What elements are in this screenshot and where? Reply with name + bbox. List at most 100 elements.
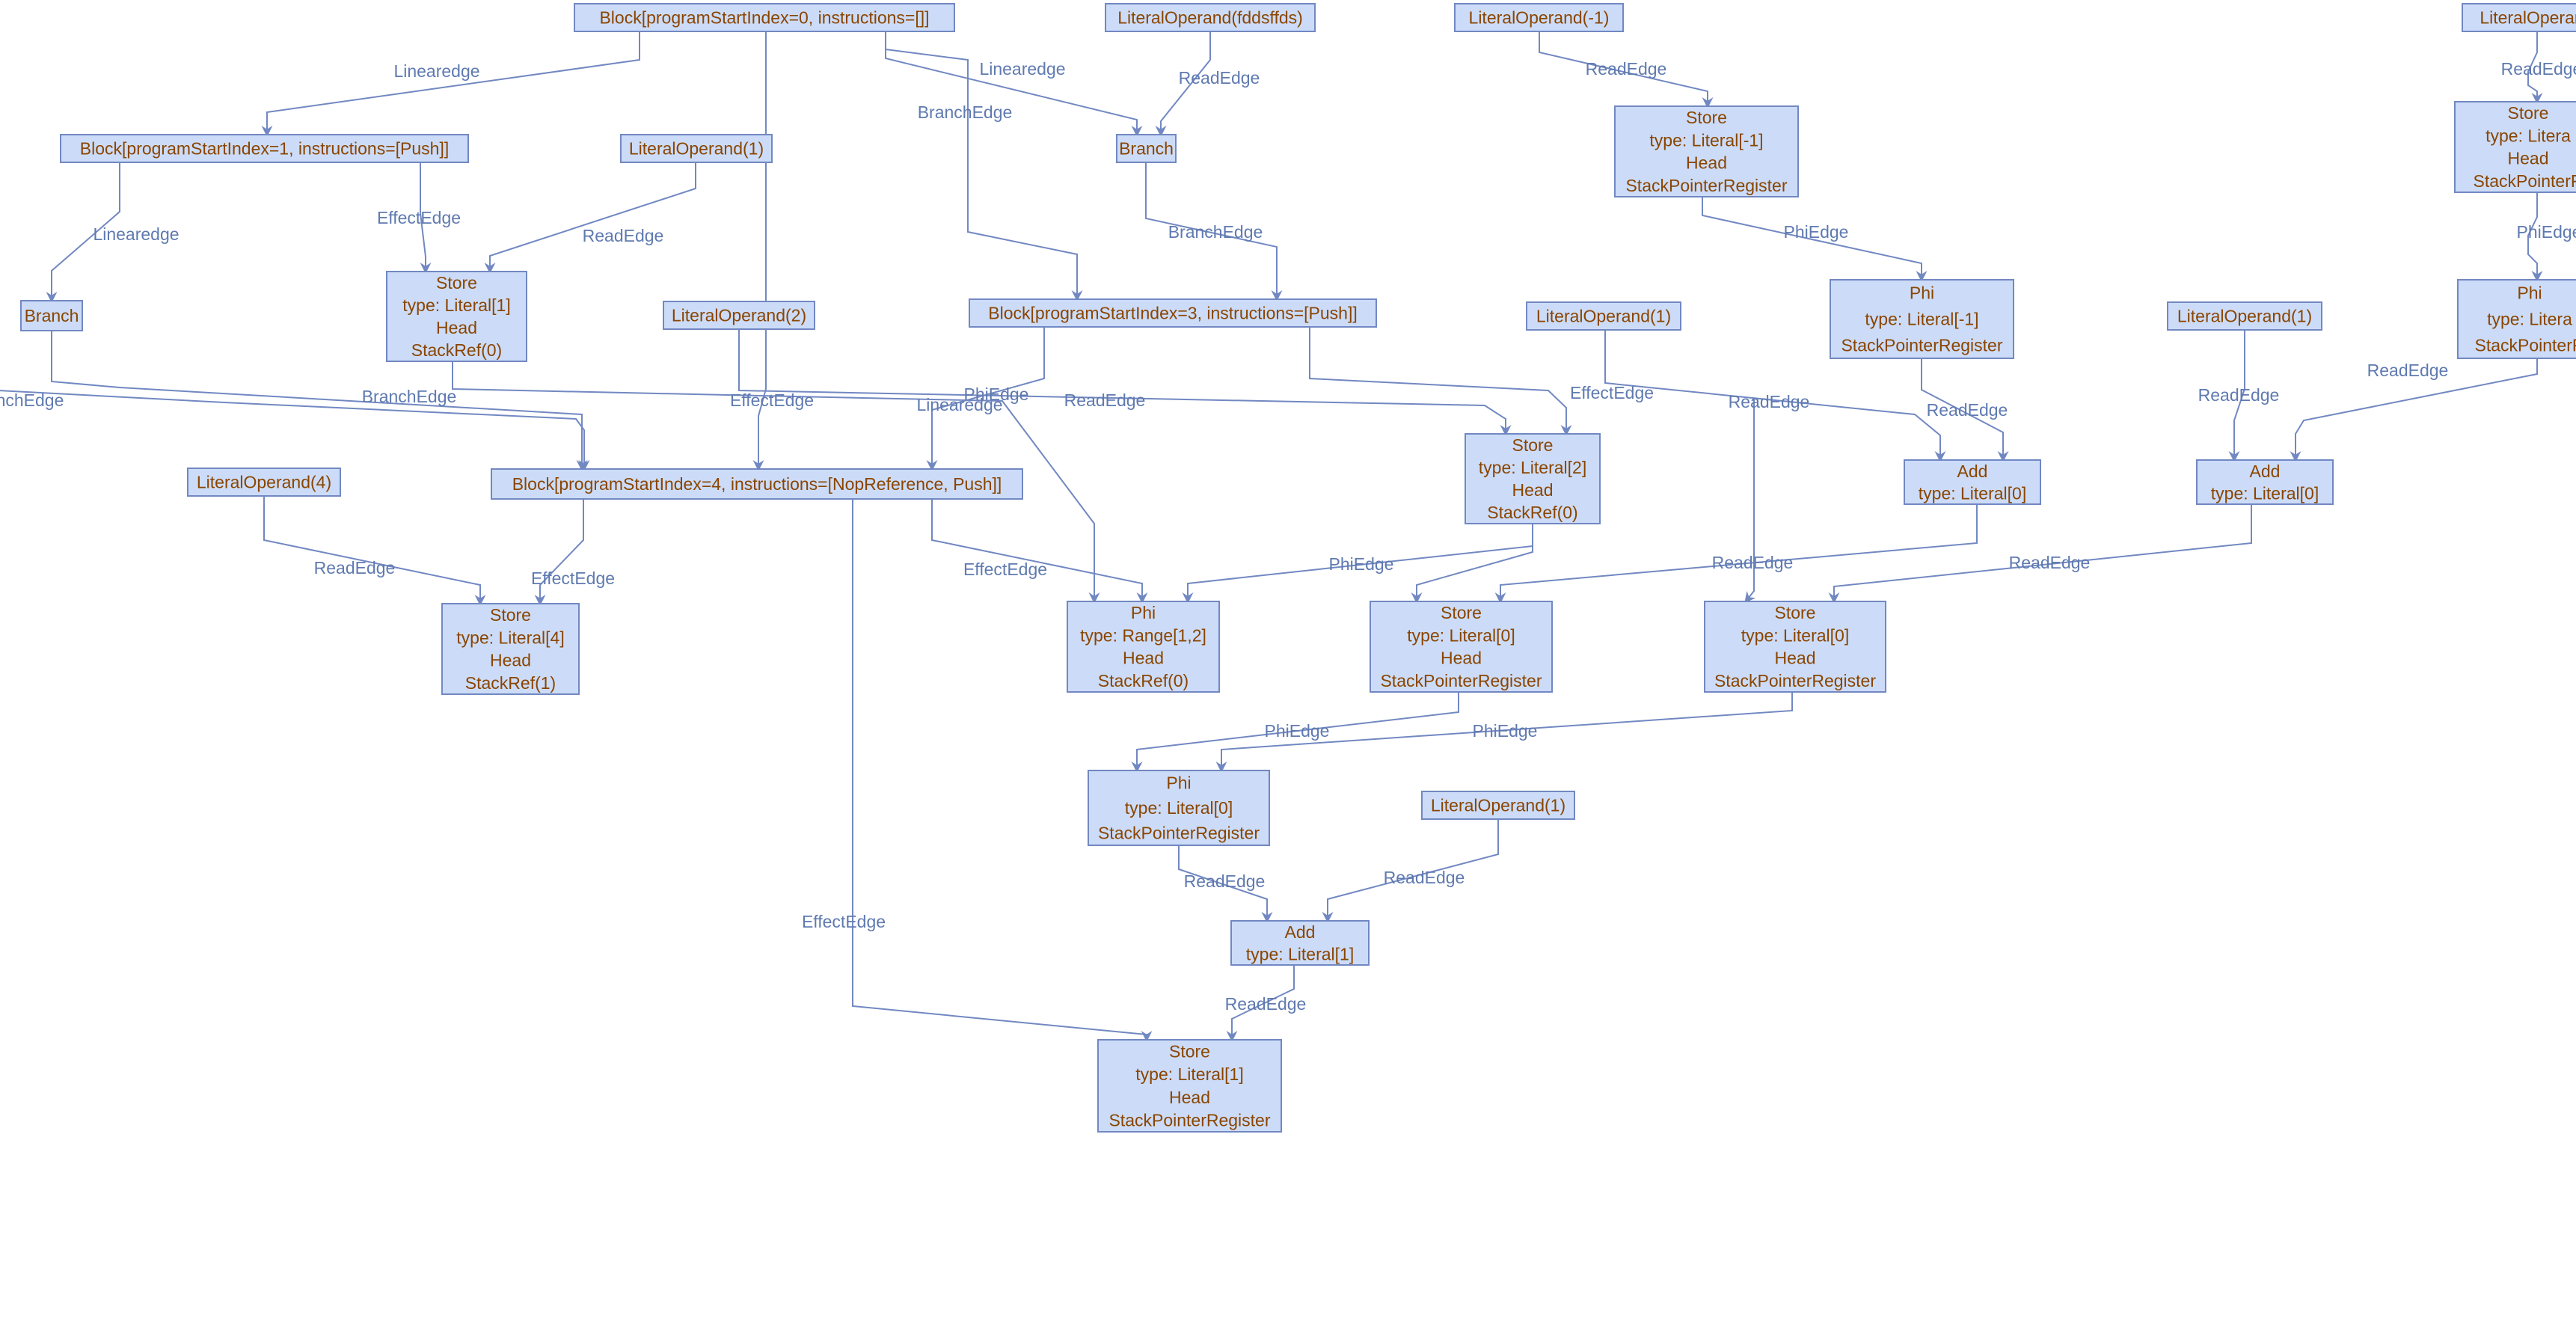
node-label-line: Block[programStartIndex=4, instructions=…: [512, 474, 1002, 494]
node-label-line: type: Literal[0]: [2211, 483, 2319, 503]
node-box-lit2[interactable]: [663, 301, 815, 330]
node-box-store-right[interactable]: [2454, 101, 2576, 193]
node-label-line: type: Literal[0]: [1919, 483, 2026, 503]
node-label-line: Phi: [2517, 284, 2542, 303]
node-box-lit4[interactable]: [187, 468, 341, 497]
edge-label-add-u-to-store-y: ReadEdge: [1712, 553, 1794, 572]
node-box-add-1[interactable]: [1230, 920, 1370, 966]
edge-store-right-to-phi-right-phiedge: [2527, 192, 2543, 282]
node-label-line: Store: [1686, 108, 1727, 127]
node-label-line: type: Literal[-1]: [1649, 130, 1763, 150]
node-box-lit-right[interactable]: [2462, 3, 2576, 32]
edge-label-branch-a-to-block3: BranchEdge: [1168, 222, 1263, 242]
edge-add-1-to-store-final-readedge: [1226, 965, 1295, 1042]
node-box-store-y[interactable]: [1370, 601, 1553, 693]
node-box-store-z[interactable]: [1704, 601, 1886, 693]
edge-label-lit4-to-store-4: ReadEdge: [314, 558, 396, 577]
graph-node-lit-neg1[interactable]: LiteralOperand(-1): [1454, 3, 1624, 32]
node-box-store-neg1[interactable]: [1614, 105, 1799, 197]
node-box-block3[interactable]: [969, 298, 1377, 328]
graph-node-lit1a[interactable]: LiteralOperand(1): [620, 134, 773, 163]
node-box-lit1d[interactable]: [1421, 791, 1575, 820]
node-box-phi-neg1[interactable]: [1830, 279, 2014, 359]
graph-node-lit1c[interactable]: LiteralOperand(1): [2167, 301, 2322, 331]
node-box-add-u[interactable]: [1904, 459, 2041, 505]
node-box-phi-range[interactable]: [1067, 601, 1220, 693]
node-label-line: StackPointerR: [2474, 336, 2576, 355]
node-box-store-4[interactable]: [441, 603, 580, 695]
graph-node-lit1d[interactable]: LiteralOperand(1): [1421, 791, 1575, 820]
graph-node-lit4[interactable]: LiteralOperand(4): [187, 468, 341, 497]
node-box-store-k[interactable]: [386, 271, 527, 362]
graph-node-lit1b[interactable]: LiteralOperand(1): [1526, 301, 1681, 331]
node-label-line: type: Literal[-1]: [1865, 310, 1978, 329]
node-box-branch-a[interactable]: [1116, 134, 1177, 163]
edge-label-store-z-to-phi-aa: PhiEdge: [1473, 721, 1538, 741]
node-box-lit-neg1[interactable]: [1454, 3, 1624, 32]
node-box-store-final[interactable]: [1097, 1039, 1282, 1133]
node-label-line: Store: [2508, 103, 2549, 123]
node-label-line: StackPointerRegister: [1625, 176, 1787, 195]
graph-node-lit-fddsffds[interactable]: LiteralOperand(fddsffds): [1105, 3, 1316, 32]
node-label-line: StackRef(0): [1098, 671, 1189, 690]
node-box-block0[interactable]: [574, 3, 955, 32]
edge-label-lit1a-to-store-k: ReadEdge: [583, 226, 664, 245]
node-label-line: StackPointerRegister: [1108, 1111, 1270, 1130]
node-label-line: LiteralOperand(1): [1536, 307, 1671, 326]
node-label-line: type: Literal[2]: [1479, 458, 1586, 477]
node-label-line: type: Literal[1]: [1246, 944, 1354, 963]
node-box-block1[interactable]: [60, 134, 469, 163]
node-label-line: type: Literal[1]: [402, 295, 510, 315]
edge-store-neg1-to-phi-neg1-phiedge: [1702, 197, 1928, 282]
node-label-line: Store: [1169, 1041, 1210, 1061]
graph-node-branch-b[interactable]: Branch: [20, 300, 83, 331]
node-box-branch-b[interactable]: [20, 300, 83, 331]
node-box-block4[interactable]: [491, 468, 1023, 500]
node-box-phi-right[interactable]: [2457, 279, 2576, 359]
graph-node-lit-right[interactable]: LiteralOperan: [2462, 3, 2576, 32]
edge-label-block0-to-block1: Linearedge: [393, 61, 479, 81]
edge-block4-to-phi-range-effectedge: [931, 499, 1148, 604]
node-box-lit1b[interactable]: [1526, 301, 1681, 331]
node-label-line: StackPointerRegister: [1098, 823, 1260, 842]
node-box-add-v[interactable]: [2196, 459, 2334, 505]
graph-node-branch-a[interactable]: Branch: [1116, 134, 1177, 163]
graph-node-block1[interactable]: Block[programStartIndex=1, instructions=…: [60, 134, 469, 163]
node-label-line: Phi: [1910, 284, 1934, 303]
node-label-line: LiteralOperan: [2480, 8, 2576, 28]
edge-add-v-to-store-z-readedge: [1828, 504, 2252, 604]
node-box-lit-fddsffds[interactable]: [1105, 3, 1316, 32]
node-box-store-2[interactable]: [1465, 433, 1601, 524]
graph-node-block3[interactable]: Block[programStartIndex=3, instructions=…: [969, 298, 1377, 328]
node-box-phi-aa[interactable]: [1088, 770, 1270, 846]
node-box-lit1c[interactable]: [2167, 301, 2322, 331]
graph-node-lit2[interactable]: LiteralOperand(2): [663, 301, 815, 330]
nodes-layer: Block[programStartIndex=0, instructions=…: [20, 3, 2576, 1133]
graph-node-block4[interactable]: Block[programStartIndex=4, instructions=…: [491, 468, 1023, 500]
edge-lit2-to-store-2-readedge: [738, 329, 1512, 436]
edge-label-lit1b-to-add-u: ReadEdge: [1729, 392, 1810, 411]
node-box-lit1a[interactable]: [620, 134, 773, 163]
edge-label-block4-to-store-4: EffectEdge: [531, 569, 615, 588]
edge-label-store-y-to-phi-aa: PhiEdge: [1265, 721, 1330, 741]
edge-lit4-to-store-4-readedge: [263, 496, 486, 606]
graph-node-block0[interactable]: Block[programStartIndex=0, instructions=…: [574, 3, 955, 32]
node-label-line: Block[programStartIndex=0, instructions=…: [599, 8, 929, 28]
